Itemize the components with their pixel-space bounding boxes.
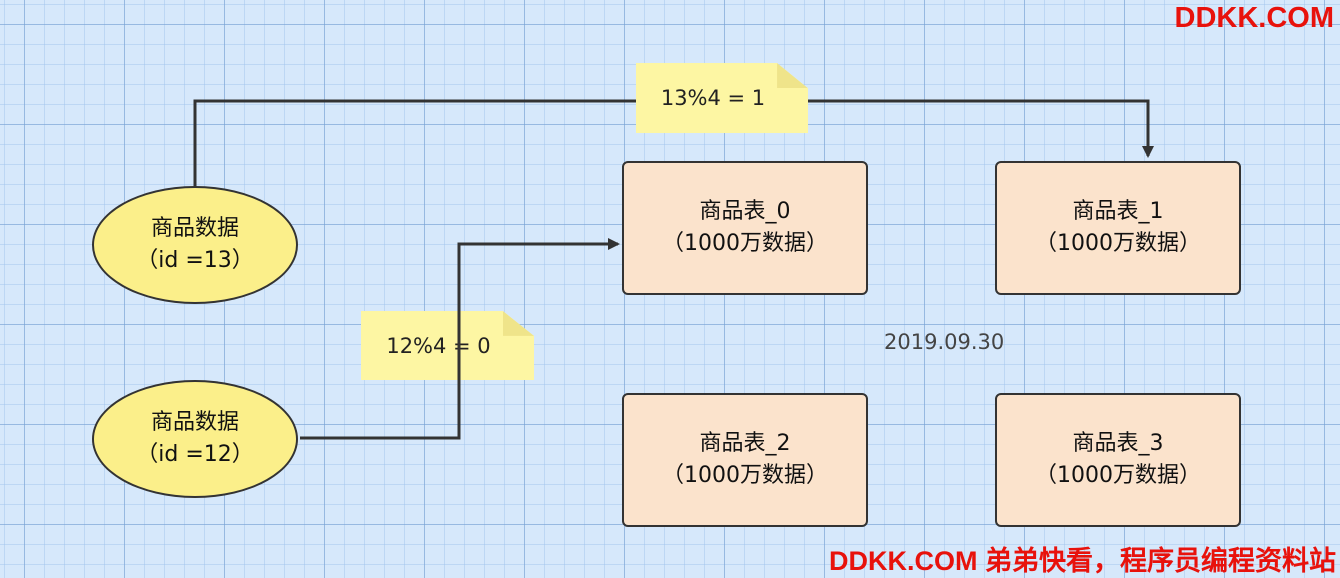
table-desc: （1000万数据） xyxy=(662,231,828,256)
product-table-0[interactable]: 商品表_0 （1000万数据） xyxy=(622,161,868,295)
product-table-1[interactable]: 商品表_1 （1000万数据） xyxy=(995,161,1241,295)
table-name: 商品表_0 xyxy=(699,199,791,224)
product-table-2[interactable]: 商品表_2 （1000万数据） xyxy=(622,393,868,527)
table-name: 商品表_2 xyxy=(699,431,791,456)
table-desc: （1000万数据） xyxy=(1035,463,1201,488)
product-data-node-12[interactable]: 商品数据 （id =12） xyxy=(92,380,298,498)
table-name: 商品表_3 xyxy=(1072,431,1164,456)
watermark-bottom: DDKK.COM 弟弟快看，程序员编程资料站 xyxy=(829,546,1336,576)
note-mod-12: 12%4 = 0 xyxy=(361,311,534,380)
product-table-3[interactable]: 商品表_3 （1000万数据） xyxy=(995,393,1241,527)
product-data-node-13[interactable]: 商品数据 （id =13） xyxy=(92,186,298,304)
node-title: 商品数据 xyxy=(150,410,239,435)
table-name: 商品表_1 xyxy=(1072,199,1164,224)
date-label: 2019.09.30 xyxy=(884,330,1005,354)
watermark-top: DDKK.COM xyxy=(1174,2,1335,34)
note-text: 12%4 = 0 xyxy=(386,333,491,358)
note-text: 13%4 = 1 xyxy=(660,86,766,110)
table-desc: （1000万数据） xyxy=(662,463,828,488)
table-desc: （1000万数据） xyxy=(1035,231,1201,256)
node-id: （id =12） xyxy=(136,442,254,467)
node-id: （id =13） xyxy=(136,248,254,273)
node-title: 商品数据 xyxy=(150,216,239,241)
